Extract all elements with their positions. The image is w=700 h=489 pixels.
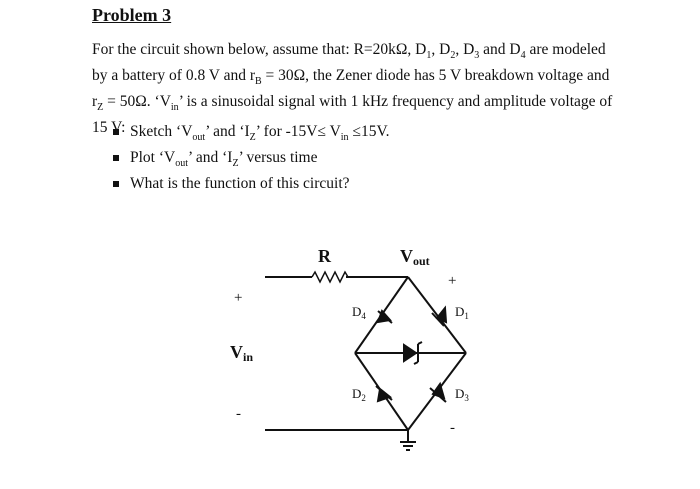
diode-d3 (429, 381, 447, 403)
d4-label: D4 (352, 304, 366, 321)
d1-label: D1 (455, 304, 469, 321)
task-item: Sketch ‘Vout’ and ‘IZ’ for -15V≤ Vin ≤15… (110, 122, 390, 148)
d3-label: D3 (455, 386, 469, 403)
vout-plus: + (448, 273, 456, 289)
vin-label: Vin (230, 342, 253, 364)
task-list: Sketch ‘Vout’ and ‘IZ’ for -15V≤ Vin ≤15… (110, 122, 390, 194)
diode-d4 (376, 309, 393, 324)
task-item: Plot ‘Vout’ and ‘IZ’ versus time (110, 148, 390, 174)
ground-symbol (400, 430, 416, 451)
vin-plus: + (234, 290, 242, 306)
d2-label: D2 (352, 386, 366, 403)
resistor-label: R (318, 246, 332, 266)
resistor-symbol (311, 270, 349, 284)
task-item: What is the function of this circuit? (110, 174, 390, 194)
problem-title: Problem 3 (92, 5, 172, 25)
diode-d1-branch (407, 276, 467, 354)
vout-label: Vout (400, 246, 430, 268)
vout-minus: - (450, 420, 455, 436)
diode-d2 (375, 385, 393, 403)
problem-statement: For the circuit shown below, assume that… (92, 41, 613, 137)
diode-d1 (431, 305, 448, 327)
zener-diode (403, 341, 423, 365)
vin-minus: - (236, 406, 241, 422)
